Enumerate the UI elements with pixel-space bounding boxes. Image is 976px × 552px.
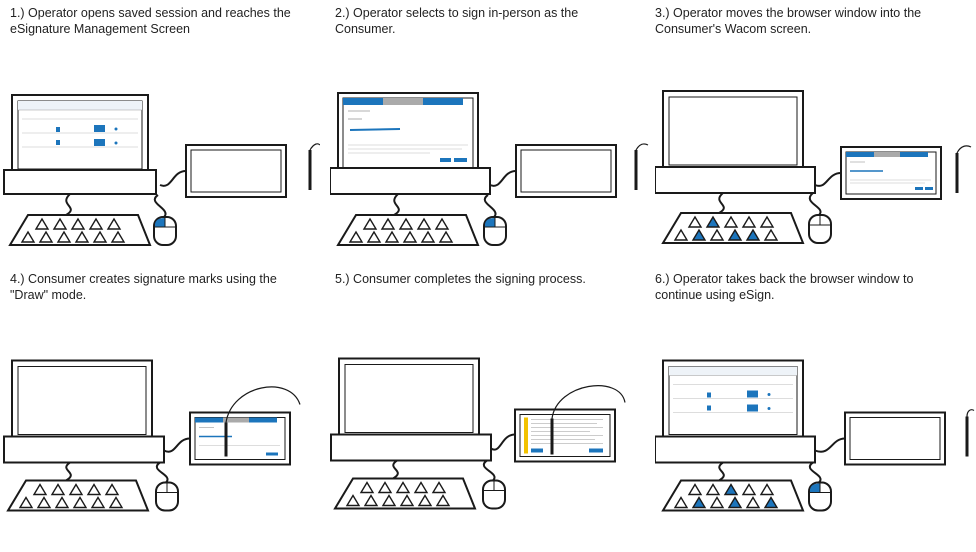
computer-base [655, 435, 816, 464]
keyboard [661, 461, 805, 512]
wacom-tablet [159, 144, 287, 198]
stylus-pen [955, 145, 972, 193]
operator-monitor [11, 359, 153, 442]
sign-in-person-screen [846, 152, 933, 190]
computer-base [3, 169, 157, 195]
mouse [808, 192, 832, 244]
step-2-illustration [330, 92, 649, 246]
step-1-caption: 1.) Operator opens saved session and rea… [10, 6, 291, 36]
operator-monitor [662, 359, 804, 442]
step-4-illustration [3, 359, 301, 512]
stylus-pen [550, 385, 626, 455]
esignature-management-screen [18, 101, 142, 148]
step-6-illustration [655, 359, 975, 512]
wacom-tablet [163, 411, 291, 466]
step-3-illustration [655, 90, 972, 244]
mouse [153, 194, 177, 246]
step-2-caption: 2.) Operator selects to sign in-person a… [335, 6, 579, 36]
computer-base [655, 166, 816, 194]
keyboard [661, 192, 805, 244]
keyboard [6, 461, 150, 512]
operator-monitor [338, 357, 480, 440]
step-5-illustration [330, 357, 626, 510]
computer-base [330, 433, 492, 462]
completed-signing-screen [524, 417, 603, 454]
step-3-caption: 3.) Operator moves the browser window in… [655, 6, 922, 36]
keyboard [8, 193, 152, 246]
step-1-illustration [3, 94, 320, 246]
step-4-caption: 4.) Consumer creates signature marks usi… [10, 272, 277, 302]
wacom-tablet [489, 144, 617, 198]
mouse [155, 461, 179, 512]
step-6-caption: 6.) Operator takes back the browser wind… [655, 272, 914, 302]
computer-base [3, 435, 165, 464]
step-5-caption: 5.) Consumer completes the signing proce… [335, 272, 586, 286]
stylus-pen [965, 409, 975, 457]
operator-monitor [662, 90, 804, 172]
wacom-tablet [814, 411, 946, 466]
wacom-tablet [814, 146, 942, 200]
operator-monitor [337, 92, 479, 174]
computer-base [330, 167, 491, 195]
mouse [808, 461, 832, 512]
stylus-pen [308, 143, 320, 190]
stylus-pen [634, 143, 649, 190]
wacom-tablet [490, 408, 616, 463]
stylus-pen [224, 386, 301, 457]
keyboard [336, 193, 480, 246]
sign-in-person-screen [343, 98, 468, 162]
operator-monitor [11, 94, 149, 176]
mouse [483, 194, 507, 246]
esignature-management-screen [669, 366, 797, 413]
